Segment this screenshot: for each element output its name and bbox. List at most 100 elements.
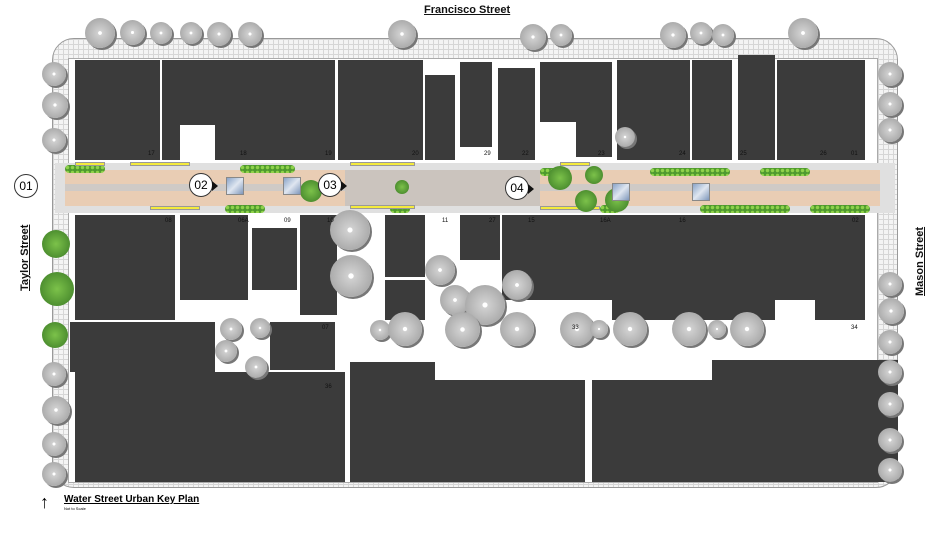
parcel-number: 36: [325, 384, 332, 390]
street-tree: [548, 166, 572, 190]
parcel-number: 23: [598, 151, 605, 157]
building: [576, 62, 612, 157]
parcel-number: 26: [820, 151, 827, 157]
tree-canopy: [878, 458, 902, 482]
building: [612, 215, 688, 320]
curb-marking: [560, 162, 590, 166]
public-art: [226, 177, 244, 195]
parcel-number: 02: [852, 218, 859, 224]
segment-marker-03[interactable]: 03: [318, 173, 347, 197]
plan-title: Water Street Urban Key Plan: [64, 494, 200, 505]
segment-marker-04[interactable]: 04: [505, 176, 534, 200]
parcel-number: 09: [284, 218, 291, 224]
parcel-number: 29: [484, 151, 491, 157]
parcel-number: 18: [240, 151, 247, 157]
parcel-number: 15: [528, 218, 535, 224]
building: [75, 60, 160, 160]
tree-canopy: [550, 24, 572, 46]
tree-canopy: [502, 270, 532, 300]
parcel-number: 19: [325, 151, 332, 157]
tree-canopy: [878, 428, 902, 452]
segment-marker-01[interactable]: 01: [14, 174, 38, 198]
building: [688, 215, 775, 320]
tree-canopy: [615, 127, 635, 147]
curb-marking: [150, 206, 200, 210]
street-tree: [575, 190, 597, 212]
tree-canopy: [878, 272, 902, 296]
building: [425, 75, 455, 160]
tree-canopy: [85, 18, 115, 48]
building: [775, 215, 865, 300]
building: [250, 60, 335, 160]
tree-canopy: [42, 128, 66, 152]
tree-canopy: [42, 62, 66, 86]
tree-canopy: [878, 118, 902, 142]
tree-canopy: [120, 20, 145, 45]
hedge: [390, 205, 410, 213]
street-tree: [395, 180, 409, 194]
tree-canopy: [708, 320, 726, 338]
tree-canopy: [878, 62, 902, 86]
tree-canopy: [878, 330, 902, 354]
building: [215, 60, 250, 160]
tree-canopy: [370, 320, 390, 340]
hedge: [760, 168, 810, 176]
parcel-number: 01: [851, 151, 858, 157]
tree-canopy: [42, 92, 68, 118]
street-label-taylor: Taylor Street: [19, 224, 31, 291]
building: [460, 215, 500, 260]
scale-note: Not to Scale: [64, 506, 86, 511]
parcel-number: 06A: [238, 218, 249, 224]
tree-canopy: [878, 392, 902, 416]
curb-marking: [130, 162, 190, 166]
tree-canopy: [330, 210, 370, 250]
parcel-number: 17: [148, 151, 155, 157]
tree-canopy: [42, 432, 66, 456]
curb-marking: [350, 162, 415, 166]
tree-canopy: [788, 18, 818, 48]
hedge: [650, 168, 730, 176]
building: [460, 62, 492, 147]
building: [777, 60, 865, 160]
public-art: [692, 183, 710, 201]
parcel-number: 20: [412, 151, 419, 157]
street-tree: [42, 322, 68, 348]
tree-canopy: [520, 24, 546, 50]
tree-canopy: [712, 24, 734, 46]
tree-canopy: [878, 92, 902, 116]
tree-canopy: [250, 318, 270, 338]
tree-canopy: [245, 356, 267, 378]
tree-canopy: [613, 312, 647, 346]
tree-canopy: [42, 462, 66, 486]
tree-canopy: [388, 312, 422, 346]
parcel-number: 34: [851, 325, 858, 331]
building: [712, 360, 898, 482]
building: [738, 55, 775, 160]
tree-canopy: [500, 312, 534, 346]
tree-canopy: [672, 312, 706, 346]
tree-canopy: [207, 22, 231, 46]
parcel-number: 22: [522, 151, 529, 157]
building: [692, 60, 732, 160]
curb-marking: [75, 162, 105, 166]
building: [350, 362, 435, 482]
tree-canopy: [560, 312, 594, 346]
tree-canopy: [878, 298, 904, 324]
tree-canopy: [215, 340, 237, 362]
building: [162, 60, 180, 160]
building: [385, 215, 425, 277]
tree-canopy: [425, 255, 455, 285]
public-art: [283, 177, 301, 195]
north-arrow-icon: ↑: [40, 492, 49, 512]
segment-marker-02[interactable]: 02: [189, 173, 218, 197]
tree-canopy: [220, 318, 242, 340]
street-tree: [42, 230, 70, 258]
building: [252, 228, 297, 290]
parcel-number: 16: [679, 218, 686, 224]
center-strip: [540, 184, 880, 191]
tree-canopy: [330, 255, 372, 297]
public-art: [612, 183, 630, 201]
parcel-number: 27: [489, 218, 496, 224]
curb-marking: [540, 206, 600, 210]
hedge: [225, 205, 265, 213]
